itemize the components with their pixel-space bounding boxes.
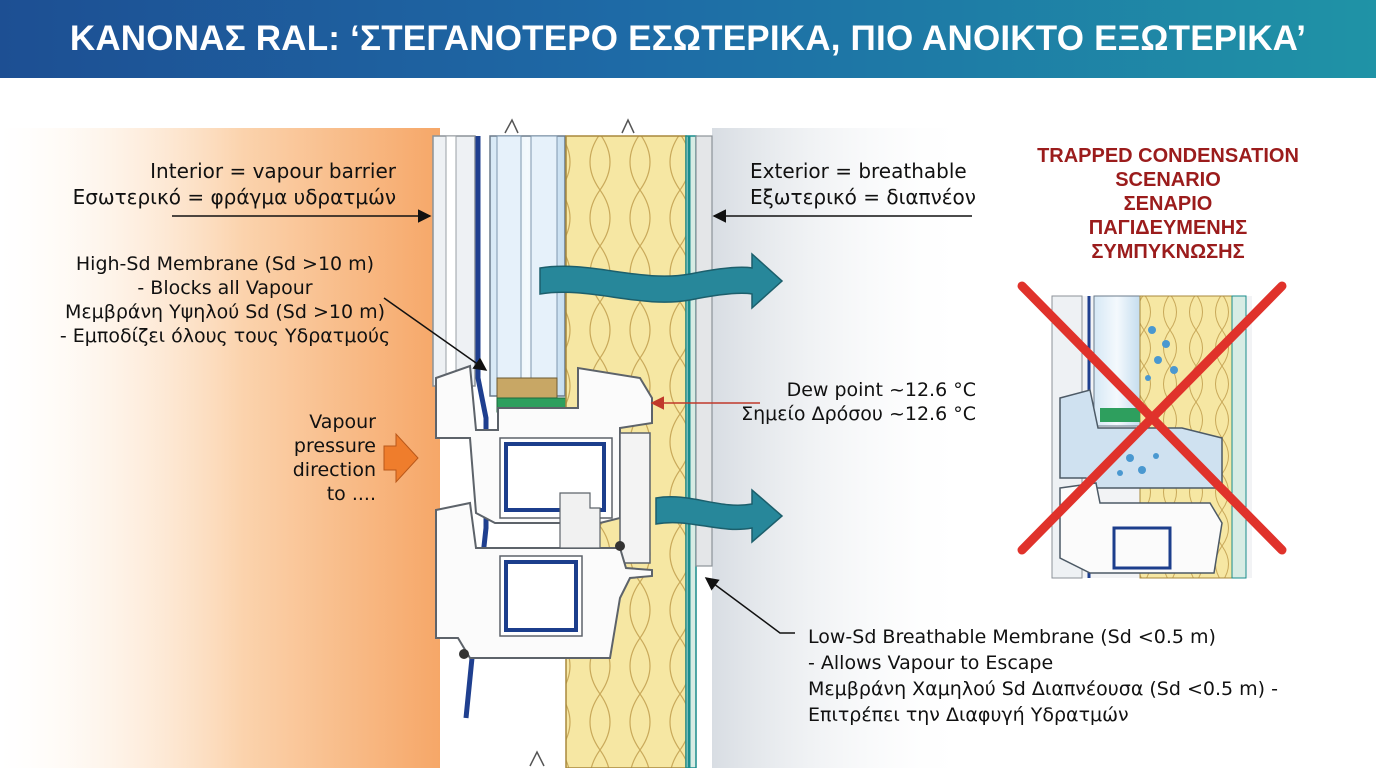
exterior-label: Exterior = breathable Εξωτερικό = διαπνέ… (750, 158, 976, 210)
dew-point-label: Dew point ~12.6 °C Σημείο Δρόσου ~12.6 °… (730, 378, 976, 426)
scenario-line-5: ΣΥΜΠΥΚΝΩΣΗΣ (1091, 241, 1245, 263)
scenario-line-2: SCENARIO (1115, 169, 1221, 191)
vapour-escape-arrow-lower (655, 488, 784, 544)
title-banner: ΚΑΝΟΝΑΣ RAL: ‘ΣΤΕΓΑΝΟΤΕΡΟ ΕΣΩΤΕΡΙΚΑ, ΠΙΟ… (0, 0, 1376, 78)
vapour-escape-arrow-upper (539, 252, 784, 310)
vapour-line-3: direction (292, 459, 376, 481)
interior-warm-zone (0, 128, 440, 768)
exterior-label-gr: Εξωτερικό = διαπνέον (750, 185, 976, 209)
high-sd-line-2: - Blocks all Vapour (137, 277, 313, 299)
interior-label-en: Interior = vapour barrier (150, 159, 396, 183)
interior-label: Interior = vapour barrier Εσωτερικό = φρ… (60, 158, 396, 210)
low-sd-line-4: Επιτρέπει την Διαφυγή Υδρατμών (808, 704, 1129, 726)
low-sd-membrane-label: Low-Sd Breathable Membrane (Sd <0.5 m) -… (808, 624, 1278, 728)
diagram-stage: Interior = vapour barrier Εσωτερικό = φρ… (0, 78, 1376, 768)
scenario-heading: TRAPPED CONDENSATION SCENARIO ΣΕΝΑΡΙΟ ΠΑ… (1020, 144, 1316, 264)
vapour-pressure-label: Vapour pressure direction to .... (270, 410, 376, 506)
interior-label-gr: Εσωτερικό = φράγμα υδρατμών (72, 185, 396, 209)
vapour-line-2: pressure (293, 435, 376, 457)
wall-section-diagram (0, 118, 1287, 768)
vapour-line-4: to .... (326, 483, 376, 505)
steel-reinforcement (504, 442, 606, 512)
dew-point-gr: Σημείο Δρόσου ~12.6 °C (741, 403, 976, 425)
low-sd-line-2: - Allows Vapour to Escape (808, 652, 1054, 674)
vapour-pressure-arrow (383, 432, 419, 484)
scenario-line-3: ΣΕΝΑΡΙΟ (1123, 193, 1213, 215)
high-sd-line-1: High-Sd Membrane (Sd >10 m) (75, 253, 375, 275)
low-sd-line-3: Μεμβράνη Χαμηλού Sd Διαπνέουσα (Sd <0.5 … (808, 678, 1278, 700)
scenario-line-1: TRAPPED CONDENSATION (1037, 145, 1299, 167)
dew-point-en: Dew point ~12.6 °C (786, 379, 976, 401)
exterior-cold-zone (712, 128, 972, 768)
vapour-line-1: Vapour (309, 411, 376, 433)
low-sd-line-1: Low-Sd Breathable Membrane (Sd <0.5 m) (808, 626, 1216, 648)
trapped-condensation-diagram (1017, 281, 1287, 579)
scenario-line-4: ΠΑΓΙΔΕΥΜΕΝΗΣ (1088, 217, 1248, 239)
page-title: ΚΑΝΟΝΑΣ RAL: ‘ΣΤΕΓΑΝΟΤΕΡΟ ΕΣΩΤΕΡΙΚΑ, ΠΙΟ… (69, 19, 1307, 58)
exterior-label-en: Exterior = breathable (750, 159, 967, 183)
high-sd-line-3: Μεμβράνη Υψηλού Sd (Sd >10 m) (64, 301, 386, 323)
high-sd-line-4: - Εμποδίζει όλους τους Υδρατμούς (59, 325, 391, 347)
high-sd-membrane-label: High-Sd Membrane (Sd >10 m) - Blocks all… (30, 252, 420, 348)
